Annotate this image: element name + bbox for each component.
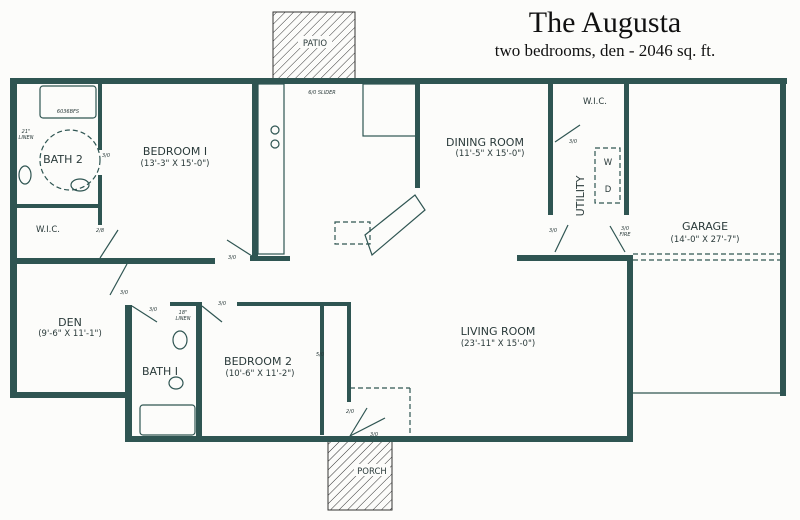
cooktop-burner	[270, 125, 280, 135]
porch-label: PORCH	[357, 467, 387, 477]
door-note: 3/0	[621, 226, 629, 232]
plan-title: The Augusta	[528, 6, 682, 39]
sink-icon	[172, 330, 188, 350]
bedroom1-dims: (13'-3" X 15'-0")	[141, 159, 210, 169]
fixtures: W D	[18, 83, 626, 437]
washer-label: W	[604, 158, 613, 168]
linen2-size: 18"	[179, 310, 188, 316]
linen1-label: LINEN	[19, 135, 34, 141]
toilet-icon	[168, 376, 184, 390]
patio: PATIO	[272, 11, 356, 81]
dining-label: DINING ROOM	[446, 136, 524, 149]
door-note: 3/0	[228, 255, 236, 261]
bath1-label: BATH I	[142, 365, 178, 378]
bar-counter	[334, 221, 371, 245]
plan-subtitle: two bedrooms, den - 2046 sq. ft.	[494, 41, 716, 60]
shower-note: 6036BFS	[57, 109, 80, 115]
sink-icon	[18, 165, 32, 185]
dryer-label: D	[605, 185, 612, 195]
bath2-label: BATH 2	[43, 153, 83, 166]
washer-dryer	[594, 147, 621, 204]
dining-dims: (11'-5" X 15'-0")	[456, 149, 525, 159]
door-note: 2/8	[96, 228, 104, 234]
door-note: 3/0	[120, 290, 128, 296]
bathtub-icon	[139, 404, 196, 436]
door-note: 2/0	[346, 409, 354, 415]
den-label: DEN	[58, 316, 82, 329]
toilet-icon	[70, 178, 90, 192]
linen2-label: LINEN	[176, 316, 191, 322]
den-dims: (9'-6" X 11'-1")	[38, 329, 102, 339]
kitchen-counter	[257, 83, 285, 255]
garage-outline	[350, 253, 785, 436]
patio-label: PATIO	[303, 39, 327, 49]
wic2-label: W.I.C.	[583, 97, 607, 107]
wic1-label: W.I.C.	[36, 225, 60, 235]
shower-icon	[39, 85, 97, 119]
room-labels: BEDROOM I (13'-3" X 15'-0") BATH 2 W.I.C…	[19, 90, 740, 438]
turn-circle	[39, 129, 101, 191]
utility-label: UTILITY	[574, 175, 587, 216]
cooktop-burner	[270, 139, 280, 149]
garage-label: GARAGE	[682, 220, 728, 233]
door-note: 5/0	[316, 352, 324, 358]
door-note: 3/0	[370, 432, 378, 438]
bedroom2-dims: (10'-6" X 11'-2")	[226, 369, 295, 379]
linen1-size: 21"	[22, 129, 31, 135]
door-note: 3/0	[569, 139, 577, 145]
door-note: 3/0	[218, 301, 226, 307]
slider-note: 6/0 SLIDER	[308, 90, 336, 96]
fire-door-note: FIRE	[620, 232, 632, 238]
kitchen-sink-island	[364, 194, 426, 257]
living-dims: (23'-11" X 15'-0")	[461, 339, 535, 349]
door-note: 3/0	[102, 153, 110, 159]
porch: PORCH	[327, 439, 393, 511]
door-note: 3/0	[549, 228, 557, 234]
door-note: 3/0	[149, 307, 157, 313]
upper-cabinets	[362, 83, 419, 137]
bedroom2-label: BEDROOM 2	[224, 355, 292, 368]
bedroom1-label: BEDROOM I	[143, 145, 207, 158]
plan-title-block: The Augusta two bedrooms, den - 2046 sq.…	[430, 6, 780, 62]
living-label: LIVING ROOM	[461, 325, 536, 338]
garage-dims: (14'-0" X 27'-7")	[671, 235, 740, 245]
